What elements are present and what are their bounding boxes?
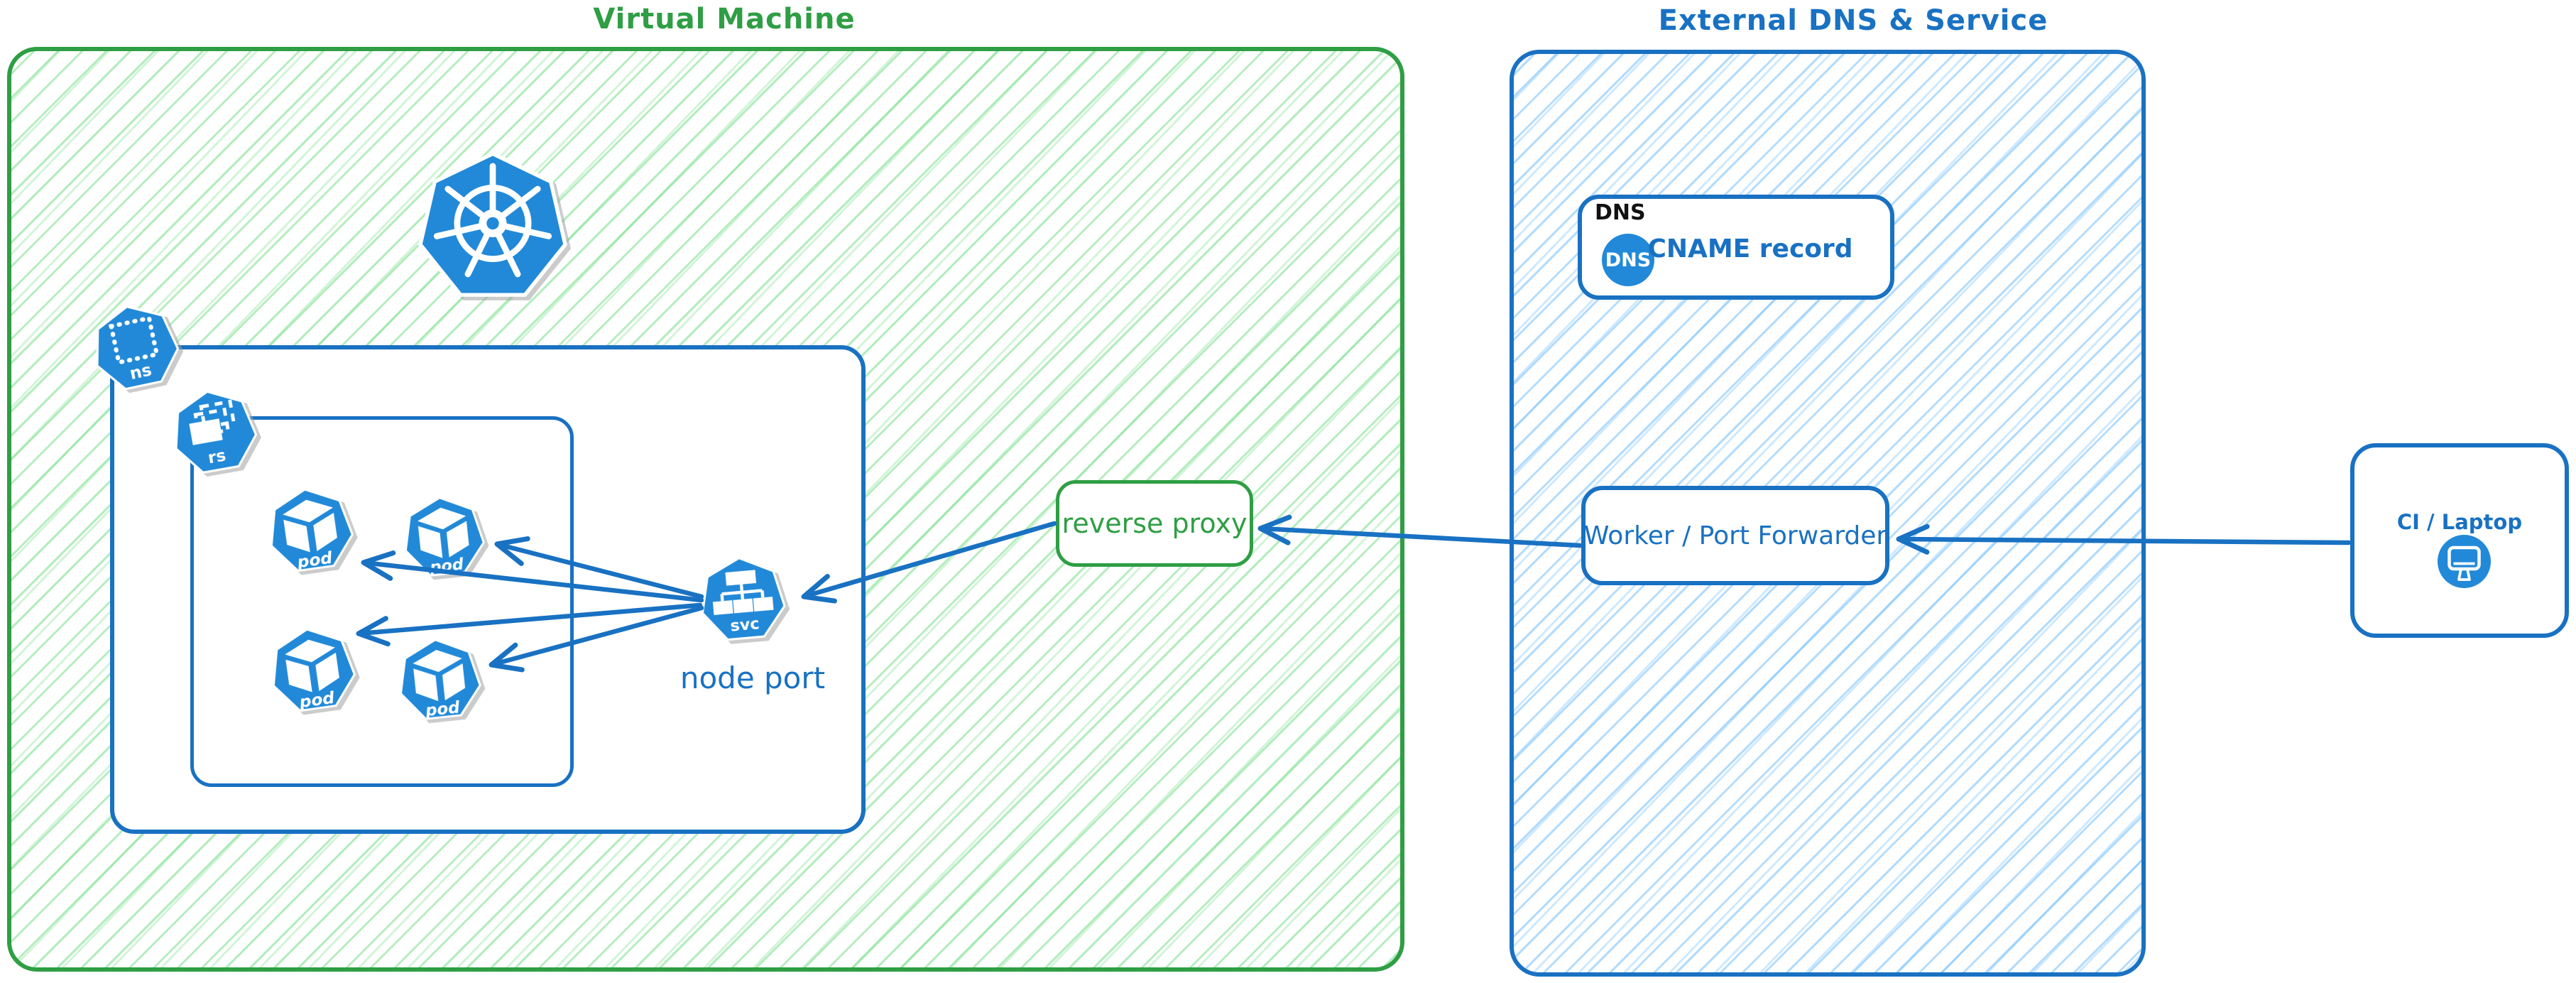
laptop-icon <box>2438 535 2491 588</box>
kubernetes-logo-icon <box>415 151 570 305</box>
replicaset-box <box>190 416 574 787</box>
dns-icon: DNS <box>1602 234 1654 286</box>
namespace-icon-label: ns <box>128 360 153 384</box>
service-icon: svc <box>694 553 791 648</box>
virtual-machine-title: Virtual Machine <box>593 3 856 36</box>
monitor-glyph <box>2447 545 2481 581</box>
cname-record-label: CNAME record <box>1647 234 1853 264</box>
reverse-proxy-box: reverse proxy <box>1056 480 1253 567</box>
dns-badge-label: DNS <box>1605 249 1652 271</box>
pod-icon-label: pod <box>298 688 336 712</box>
dns-tag-label: DNS <box>1595 200 1646 225</box>
replicaset-icon-label: rs <box>207 445 228 467</box>
ci-laptop-label: CI / Laptop <box>2396 510 2523 534</box>
worker-port-forwarder-box: Worker / Port Forwarder <box>1581 486 1889 585</box>
pod-icon-label: pod <box>424 698 461 720</box>
node-port-label: node port <box>680 661 826 695</box>
worker-label: Worker / Port Forwarder <box>1583 521 1887 550</box>
replicaset-icon: rs <box>163 382 265 483</box>
service-icon-label: svc <box>729 614 760 635</box>
pod-icon: pod <box>397 492 491 584</box>
pod-icon-label: pod <box>428 555 465 577</box>
pod-icon: pod <box>392 634 487 727</box>
pod-icon-label: pod <box>295 548 334 572</box>
pod-icon: pod <box>261 482 361 580</box>
namespace-icon: ns <box>82 295 188 400</box>
pod-icon: pod <box>263 621 363 720</box>
external-dns-title: External DNS & Service <box>1658 4 2048 37</box>
reverse-proxy-label: reverse proxy <box>1061 508 1248 539</box>
